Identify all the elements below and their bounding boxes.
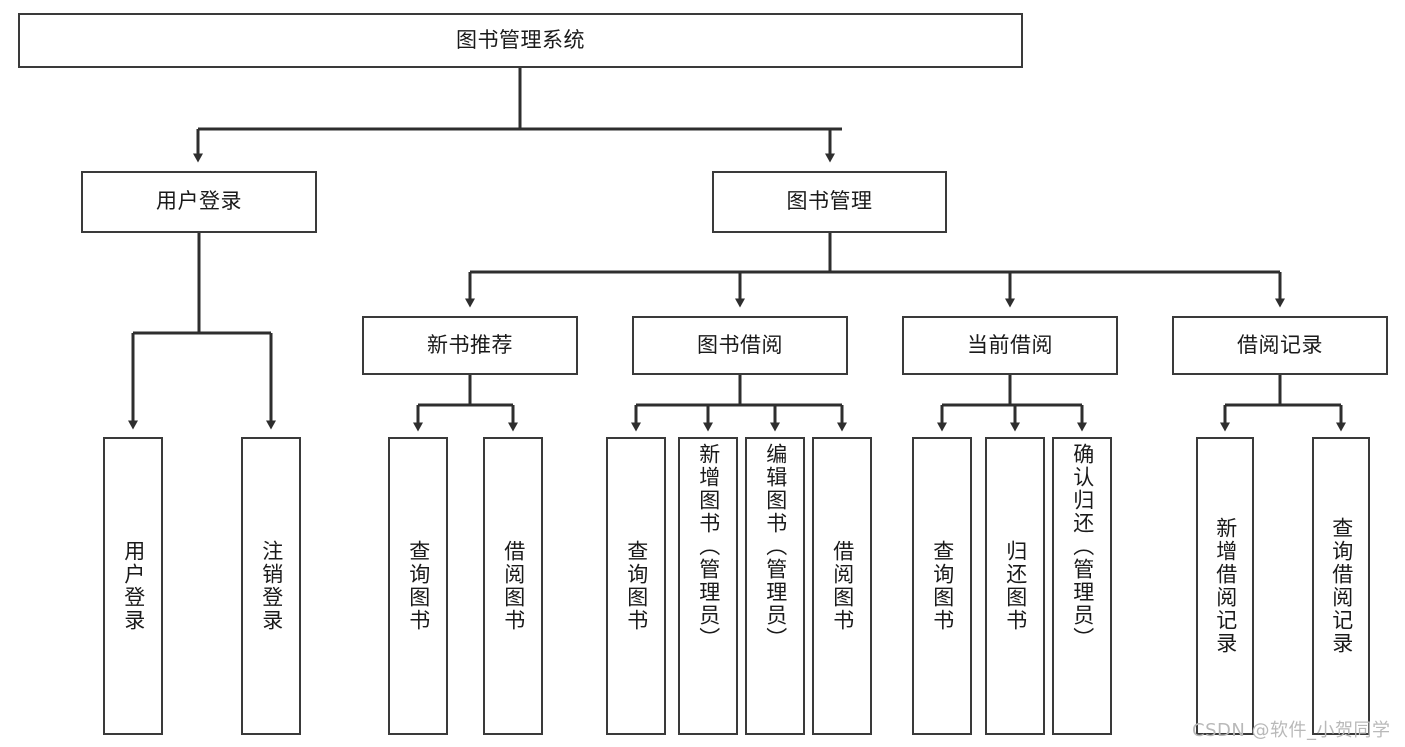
node-borrow-record[interactable]: 借阅记录 [1172,316,1388,375]
node-leaf-query-book-2[interactable]: 查询图书 [606,437,666,735]
node-leaf-edit-book[interactable]: 编辑图书（管理员） [745,437,805,735]
node-leaf-borrow-book-2[interactable]: 借阅图书 [812,437,872,735]
node-book-borrow-label: 图书借阅 [697,332,783,357]
node-leaf-query-book-3-label: 查询图书 [930,540,955,632]
node-leaf-user-login[interactable]: 用户登录 [103,437,163,735]
node-leaf-return-book-label: 归还图书 [1003,540,1028,632]
node-leaf-return-book[interactable]: 归还图书 [985,437,1045,735]
node-user-login-label: 用户登录 [156,189,242,214]
node-book-borrow[interactable]: 图书借阅 [632,316,848,375]
node-leaf-borrow-book-2-label: 借阅图书 [830,540,855,632]
node-new-book-rec[interactable]: 新书推荐 [362,316,578,375]
node-current-borrow-label: 当前借阅 [967,332,1053,357]
node-user-login[interactable]: 用户登录 [81,171,317,233]
node-new-book-rec-label: 新书推荐 [427,332,513,357]
node-root[interactable]: 图书管理系统 [18,13,1023,68]
node-leaf-query-book-3[interactable]: 查询图书 [912,437,972,735]
node-leaf-edit-book-label: 编辑图书（管理员） [763,443,788,650]
node-leaf-confirm-return[interactable]: 确认归还（管理员） [1052,437,1112,735]
node-leaf-confirm-return-label: 确认归还（管理员） [1070,443,1095,650]
node-leaf-add-record-label: 新增借阅记录 [1213,517,1238,655]
node-leaf-user-logout[interactable]: 注销登录 [241,437,301,735]
node-leaf-add-book-label: 新增图书（管理员） [696,443,721,650]
node-book-manage[interactable]: 图书管理 [712,171,947,233]
node-book-manage-label: 图书管理 [786,189,873,214]
node-leaf-query-book-1[interactable]: 查询图书 [388,437,448,735]
node-leaf-borrow-book-1-label: 借阅图书 [501,540,526,632]
node-leaf-query-book-2-label: 查询图书 [624,540,649,632]
node-current-borrow[interactable]: 当前借阅 [902,316,1118,375]
node-leaf-add-record[interactable]: 新增借阅记录 [1196,437,1254,735]
node-leaf-user-logout-label: 注销登录 [259,540,284,632]
csdn-watermark: CSDN @软件_小贺同学 [1192,720,1391,741]
node-borrow-record-label: 借阅记录 [1237,332,1323,357]
node-leaf-user-login-label: 用户登录 [121,540,146,632]
node-root-label: 图书管理系统 [456,27,585,52]
node-leaf-query-record-label: 查询借阅记录 [1329,517,1354,655]
node-leaf-add-book[interactable]: 新增图书（管理员） [678,437,738,735]
node-leaf-query-book-1-label: 查询图书 [406,540,431,632]
node-leaf-borrow-book-1[interactable]: 借阅图书 [483,437,543,735]
node-leaf-query-record[interactable]: 查询借阅记录 [1312,437,1370,735]
